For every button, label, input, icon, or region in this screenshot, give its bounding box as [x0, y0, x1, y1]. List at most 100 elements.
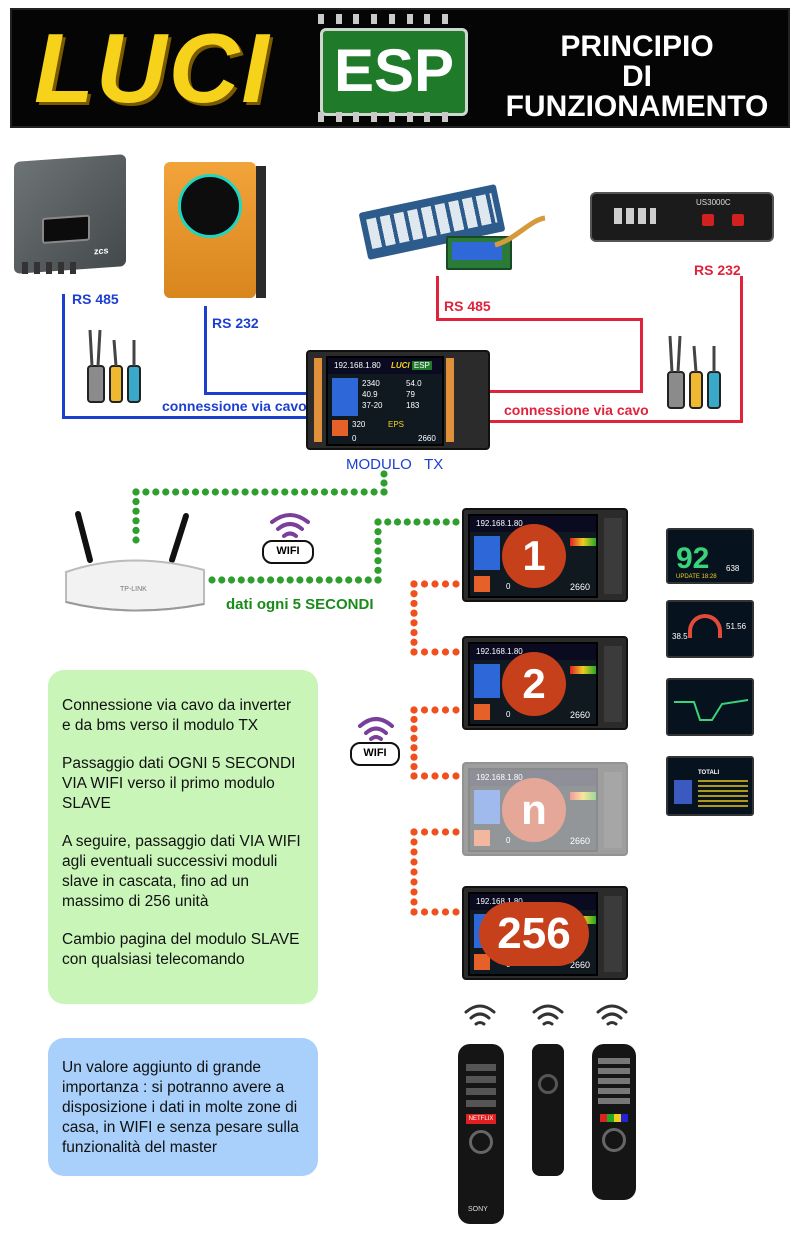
page-title: PRINCIPIO DI FUNZIONAMENTO: [482, 32, 792, 122]
connection-dot: [227, 576, 236, 584]
tx-eps: EPS: [388, 420, 405, 429]
orange-inverter: [164, 162, 256, 298]
slave-battery-icon: [474, 790, 500, 824]
connection-dot: [218, 576, 226, 584]
tx-screen: 192.168.1.80 LUCI ESP 2340 40.9 37-20 54…: [326, 356, 444, 446]
remote-sony-keypad: [466, 1064, 496, 1110]
tx-t1: 37-20: [362, 401, 383, 410]
connection-dot: [410, 706, 418, 714]
tx-board-edge-left: [314, 358, 322, 442]
connection-dot: [452, 648, 460, 656]
thumb1-value: 92: [676, 542, 710, 575]
connection-dot: [384, 518, 392, 526]
info-green-p3: A seguire, passaggio dati VIA WIFI agli …: [62, 833, 301, 910]
connection-dot: [410, 590, 418, 598]
connection-dot: [306, 576, 314, 584]
slave-module-2: 192.168.1.80 0 2660 2: [462, 636, 628, 730]
connection-dot: [286, 576, 294, 584]
thumb3-chart: [674, 699, 749, 721]
tx-board-edge-right: [446, 358, 454, 442]
slave-house-icon: [474, 954, 490, 970]
connection-dot: [452, 772, 460, 780]
remote-samsung: [592, 1044, 636, 1200]
blue-line-1: [62, 294, 65, 418]
connection-dot: [410, 599, 418, 608]
connection-dot: [410, 580, 418, 588]
connection-dot: [132, 488, 140, 496]
connection-dot: [441, 580, 450, 588]
tx-battery-icon: [332, 378, 358, 416]
slave-battery-icon: [474, 664, 500, 698]
connection-dot: [410, 648, 418, 656]
connection-dot: [374, 566, 382, 574]
slave-w2: 0: [506, 836, 511, 845]
connection-dot: [420, 772, 429, 780]
remote-color-buttons: [600, 1114, 628, 1122]
chip-pins-top: [318, 14, 448, 24]
slave-w3: 2660: [570, 582, 591, 592]
connection-dot: [301, 488, 309, 496]
connection-dot: [410, 868, 418, 876]
connection-dot: [441, 828, 450, 836]
slave-board-edge: [604, 896, 622, 972]
tx-w3: 2660: [418, 434, 436, 443]
label-dati-5-secondi: dati ogni 5 SECONDI: [226, 596, 374, 613]
inverter-connectors: [22, 262, 82, 274]
wifi-badge-middle: WIFI: [350, 742, 400, 766]
connection-dot: [335, 576, 343, 584]
connection-dot: [374, 528, 382, 536]
connection-dot: [310, 488, 319, 496]
lcd-screen: [452, 242, 502, 260]
thumb-page-2: 38.5 51.56: [666, 600, 754, 658]
connection-dot: [441, 648, 450, 656]
slave-w2: 0: [506, 582, 511, 591]
remote-wifi-icons: [464, 1004, 628, 1026]
connection-dot: [410, 762, 418, 771]
slave-number-badge: 1: [502, 524, 566, 588]
connection-dot: [393, 518, 402, 526]
blue-line-2: [62, 416, 308, 419]
ribbon-cable: [494, 215, 546, 248]
red-line-5: [740, 276, 743, 422]
red-line-4: [490, 390, 643, 393]
connection-dot: [374, 557, 382, 565]
slave-battery-icon: [474, 536, 500, 570]
connection-dot: [452, 706, 460, 714]
connection-dot: [442, 518, 450, 526]
connection-dot: [452, 828, 460, 836]
connection-dot: [237, 576, 245, 584]
blue-line-4: [204, 392, 308, 395]
connection-dot: [431, 580, 439, 588]
connection-dot: [374, 576, 382, 584]
slave-board-edge: [604, 518, 622, 594]
tx-a2: 79: [406, 390, 415, 399]
connection-dot: [266, 576, 275, 584]
battery-terminal-1: [702, 214, 714, 226]
battery-ports: [614, 208, 656, 224]
red-line-3: [640, 318, 643, 392]
connection-dot: [410, 715, 418, 724]
connection-dot: [410, 838, 418, 846]
connection-dot: [441, 772, 450, 780]
connection-dot: [172, 488, 180, 496]
connection-dot: [452, 580, 460, 588]
remote-netflix-button: NETFLIX: [466, 1114, 496, 1124]
connection-dot: [315, 576, 324, 584]
slave-number-badge: n: [502, 778, 566, 842]
info-green-p2: Passaggio dati OGNI 5 SECONDI VIA WIFI v…: [62, 755, 296, 812]
thumb4-icon: [674, 780, 692, 804]
slave-number-badge: 2: [502, 652, 566, 716]
label-cable-right: connessione via cavo: [504, 402, 649, 418]
connection-dot: [431, 706, 439, 714]
connection-dot: [410, 828, 418, 836]
connection-dot: [410, 772, 418, 780]
tp-link-router: [65, 511, 205, 612]
label-rs485-left: RS 485: [72, 291, 119, 307]
lcd-module: [446, 236, 512, 270]
slave-w3: 2660: [570, 710, 591, 720]
slave-number-badge: 256: [479, 902, 589, 966]
connection-dot: [420, 580, 429, 588]
info-box-blue: Un valore aggiunto di grande importanza …: [48, 1038, 318, 1176]
slave-screen-header: 192.168.1.80: [470, 770, 596, 786]
